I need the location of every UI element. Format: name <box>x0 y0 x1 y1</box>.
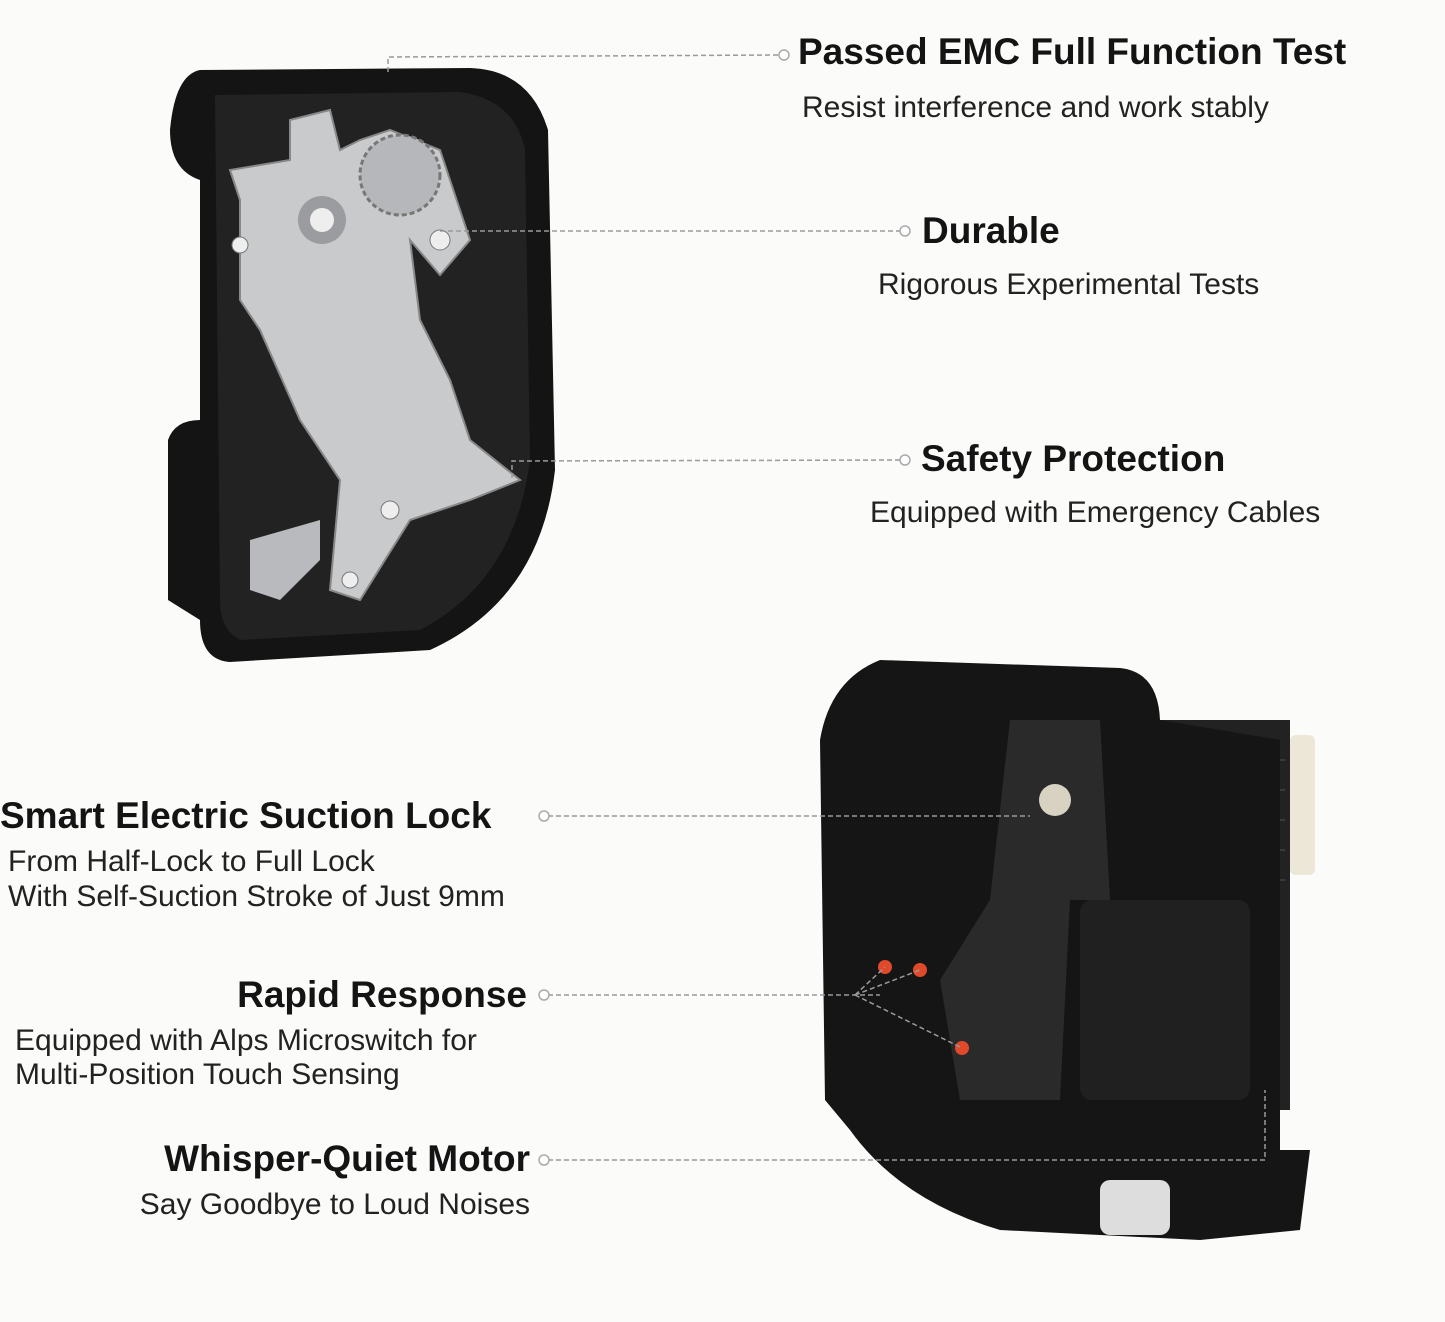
lock-mechanism-image <box>168 68 555 662</box>
motor-unit-image <box>820 660 1315 1240</box>
leader-lines <box>387 54 1266 1161</box>
suction-title: Smart Electric Suction Lock <box>0 795 492 836</box>
emc-subtitle: Resist interference and work stably <box>802 91 1269 124</box>
motor-subtitle: Say Goodbye to Loud Noises <box>139 1188 530 1221</box>
durable-subtitle: Rigorous Experimental Tests <box>878 268 1260 301</box>
suction-line1: From Half-Lock to Full Lock <box>8 845 375 878</box>
rapid-title: Rapid Response <box>237 974 527 1015</box>
motor-title: Whisper-Quiet Motor <box>164 1138 530 1179</box>
safety-subtitle: Equipped with Emergency Cables <box>870 496 1321 529</box>
durable-title: Durable <box>922 210 1060 251</box>
rapid-line2: Multi-Position Touch Sensing <box>15 1058 400 1091</box>
rapid-line1: Equipped with Alps Microswitch for <box>15 1024 477 1057</box>
emc-title: Passed EMC Full Function Test <box>798 31 1347 72</box>
leader-dots <box>538 49 911 1166</box>
suction-line2: With Self-Suction Stroke of Just 9mm <box>8 880 505 913</box>
safety-title: Safety Protection <box>921 438 1226 479</box>
